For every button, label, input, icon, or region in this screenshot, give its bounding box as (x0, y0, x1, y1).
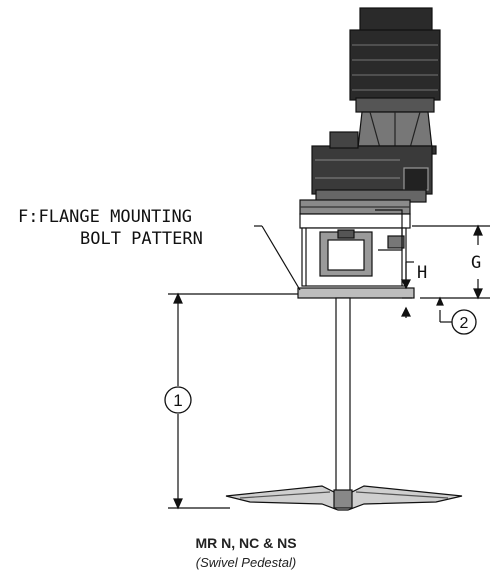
h-label: H (417, 263, 427, 283)
flange-label-line1: F:FLANGE MOUNTING (18, 207, 192, 227)
callout-1-text: 1 (173, 391, 182, 410)
dimension-h (401, 261, 414, 318)
agitator-shaft (335, 297, 351, 495)
pedestal (299, 199, 411, 287)
callout-2: 2 (451, 309, 477, 335)
dimension-1 (168, 292, 298, 510)
callout-1: 1 (164, 386, 192, 414)
caption-title: MR N, NC & NS (195, 535, 297, 551)
caption-subtitle: (Swivel Pedestal) (195, 555, 297, 570)
motor (349, 7, 441, 155)
dimension-g (412, 224, 490, 300)
flange-label-line2: BOLT PATTERN (80, 229, 203, 249)
mounting-flange (297, 287, 415, 299)
leader-2 (436, 296, 452, 323)
g-label: G (471, 253, 481, 273)
flange-leader (254, 225, 301, 291)
callout-2-text: 2 (460, 315, 469, 332)
gearbox (311, 131, 433, 203)
impeller (225, 485, 463, 511)
